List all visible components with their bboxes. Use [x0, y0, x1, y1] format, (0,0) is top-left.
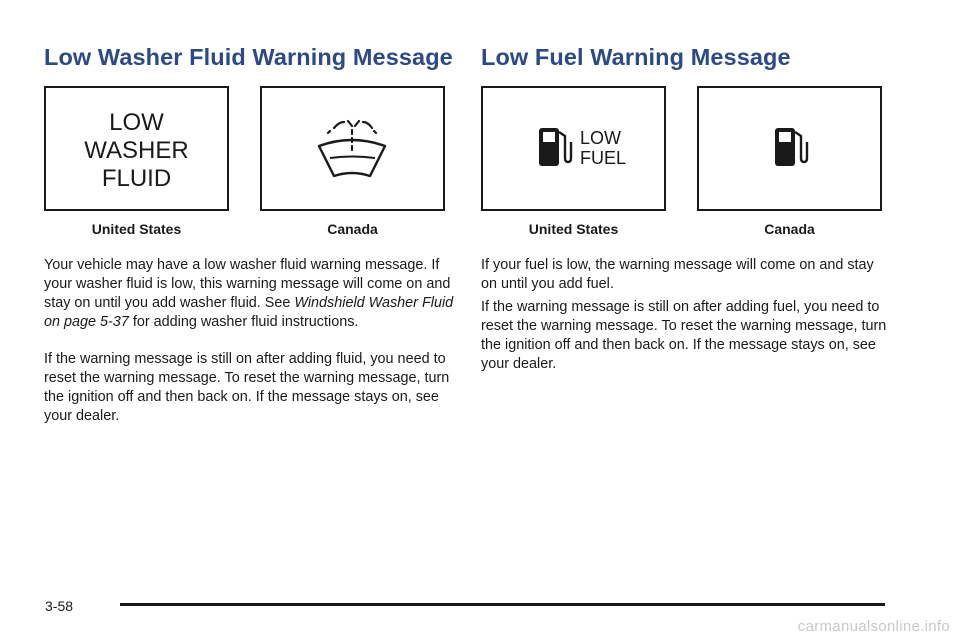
heading-low-fuel: Low Fuel Warning Message — [481, 44, 791, 70]
washer-paragraph-1-text: Your vehicle may have a low washer fluid… — [44, 257, 451, 311]
washer-message-box-us: LOW WASHER FLUID — [44, 86, 229, 211]
caption-fuel-canada: Canada — [764, 221, 815, 237]
footer-rule — [120, 603, 885, 606]
washer-message-box-canada — [260, 86, 445, 211]
fuel-line-1: LOW — [580, 128, 622, 148]
fuel-paragraph-1: If your fuel is low, the warning message… — [481, 257, 874, 292]
caption-washer-canada: Canada — [327, 221, 378, 237]
washer-paragraph-1-text-end: for adding washer fluid instructions. — [128, 314, 359, 330]
washer-line-1: LOW — [109, 109, 164, 136]
caption-fuel-us: United States — [528, 221, 619, 237]
page-number: 3-58 — [45, 598, 74, 614]
washer-fluid-reference-link[interactable]: Windshield Washer Fluid on page 5-37 — [44, 295, 454, 330]
watermark: carmanualsonline.info — [797, 618, 950, 635]
washer-paragraph-2: If the warning message is still on after… — [44, 351, 450, 424]
windshield-washer-icon — [317, 119, 387, 178]
washer-line-3: FLUID — [101, 165, 172, 192]
caption-washer-us: United States — [91, 221, 182, 237]
washer-line-2: WASHER — [84, 137, 189, 164]
fuel-line-2: FUEL — [580, 148, 627, 168]
heading-low-washer-fluid: Low Washer Fluid Warning Message — [44, 44, 453, 70]
washer-paragraph-1: Your vehicle may have a low washer fluid… — [44, 256, 454, 332]
fuel-pump-icon — [539, 128, 573, 166]
fuel-paragraph-2: If the warning message is still on after… — [481, 299, 887, 372]
fuel-message-box-us: LOW FUEL — [481, 86, 666, 211]
fuel-pump-icon — [775, 128, 809, 166]
fuel-message-box-canada — [697, 86, 882, 211]
